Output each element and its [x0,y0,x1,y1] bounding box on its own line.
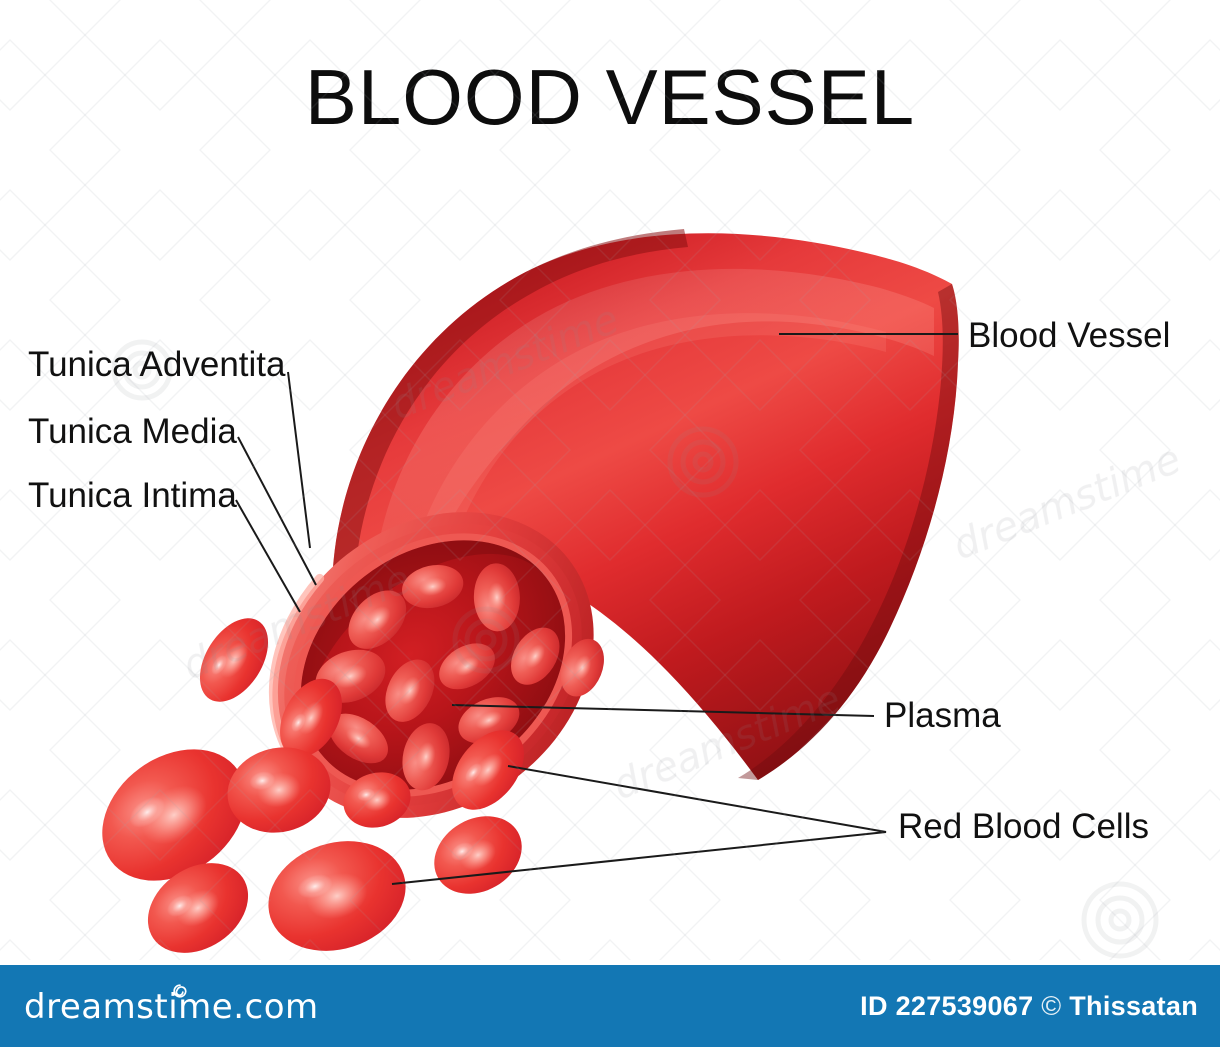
image-id: ID 227539067 [860,991,1034,1021]
dreamstime-watermark-bar: dreamstime.com ID 227539067 © Thissatan [0,965,1220,1047]
label-blood-vessel: Blood Vessel [968,316,1171,355]
label-plasma: Plasma [884,696,1001,735]
author-name: Thissatan [1069,991,1198,1021]
label-red-blood-cells: Red Blood Cells [898,807,1149,846]
image-credit: ID 227539067 © Thissatan [860,991,1198,1022]
watermark-layer: dreamstime dreamstime dreamstime dreamst… [0,0,1220,960]
label-tunica-media: Tunica Media [28,412,237,451]
spiral-icon [173,984,187,998]
copyright-symbol: © [1041,991,1062,1021]
dreamstime-logo[interactable]: dreamstime.com [24,984,319,1027]
label-tunica-intima: Tunica Intima [28,476,237,515]
dreamstime-logo-text: dreamstime.com [24,987,319,1027]
label-tunica-adventita: Tunica Adventita [28,345,286,384]
